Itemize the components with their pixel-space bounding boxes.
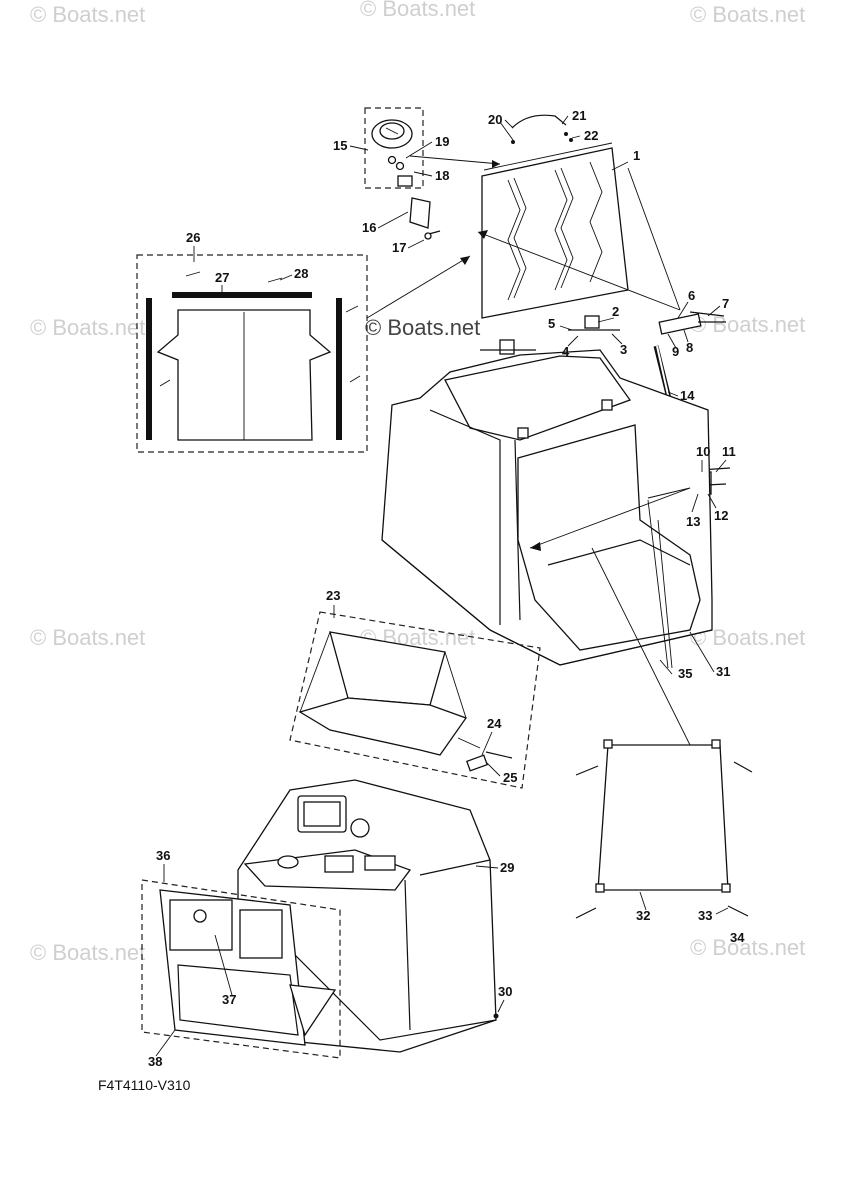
callout-19: 19	[435, 134, 449, 149]
callout-4: 4	[562, 344, 570, 359]
floor-gasket	[575, 739, 753, 919]
callout-36: 36	[156, 848, 170, 863]
callout-34: 34	[730, 930, 745, 945]
lower-console	[237, 779, 497, 1053]
callout-30: 30	[498, 984, 512, 999]
callout-2: 2	[612, 304, 619, 319]
callout-1: 1	[633, 148, 640, 163]
callout-14: 14	[680, 388, 695, 403]
callout-22: 22	[584, 128, 598, 143]
callout-27: 27	[215, 270, 229, 285]
callout-18: 18	[435, 168, 449, 183]
watermark-mid-right: © Boats.net	[690, 312, 805, 337]
lid-assembly	[298, 631, 513, 772]
top-cover-panel	[481, 142, 629, 319]
console-housing	[381, 349, 713, 666]
handle	[511, 114, 573, 144]
callout-15: 15	[333, 138, 347, 153]
callout-25: 25	[503, 770, 517, 785]
cover-liner	[146, 271, 361, 441]
watermark-bottom-right: © Boats.net	[690, 935, 805, 960]
callout-32: 32	[636, 908, 650, 923]
callout-11: 11	[722, 444, 736, 459]
callout-5: 5	[548, 316, 555, 331]
access-door	[159, 889, 337, 1046]
callout-labels: 1 2 3 4 5 6 7 8 9 10 11 12 13 14 15 16 1…	[148, 108, 745, 1069]
callout-37: 37	[222, 992, 236, 1007]
callout-21: 21	[572, 108, 586, 123]
lid-group-box	[289, 611, 541, 789]
latch-assembly	[371, 119, 441, 240]
callout-26: 26	[186, 230, 200, 245]
watermark-top-center: © Boats.net	[360, 0, 475, 21]
callout-10: 10	[696, 444, 710, 459]
callout-13: 13	[686, 514, 700, 529]
watermark-top-left: © Boats.net	[30, 2, 145, 27]
watermark-mid-left: © Boats.net	[30, 315, 145, 340]
callout-7: 7	[722, 296, 729, 311]
watermark-mid-center: © Boats.net	[365, 315, 480, 340]
callout-24: 24	[487, 716, 502, 731]
callout-31: 31	[716, 664, 730, 679]
liner-group-box	[136, 254, 368, 453]
watermark-bottom-left: © Boats.net	[30, 940, 145, 965]
callout-17: 17	[392, 240, 406, 255]
callout-8: 8	[686, 340, 693, 355]
diagram-code: F4T4110-V310	[98, 1077, 191, 1093]
hinge-hardware	[480, 311, 726, 355]
callout-12: 12	[714, 508, 728, 523]
watermark-low-left: © Boats.net	[30, 625, 145, 650]
leader-lines	[155, 115, 729, 1057]
door-group-box	[141, 879, 341, 1059]
callout-9: 9	[672, 344, 679, 359]
callout-29: 29	[500, 860, 514, 875]
watermark-top-right: © Boats.net	[690, 2, 805, 27]
callout-35: 35	[678, 666, 692, 681]
callout-6: 6	[688, 288, 695, 303]
callout-3: 3	[620, 342, 627, 357]
latch-group-box	[364, 107, 424, 189]
callout-28: 28	[294, 266, 308, 281]
callout-38: 38	[148, 1054, 162, 1069]
callout-20: 20	[488, 112, 502, 127]
callout-16: 16	[362, 220, 376, 235]
callout-33: 33	[698, 908, 712, 923]
callout-23: 23	[326, 588, 340, 603]
